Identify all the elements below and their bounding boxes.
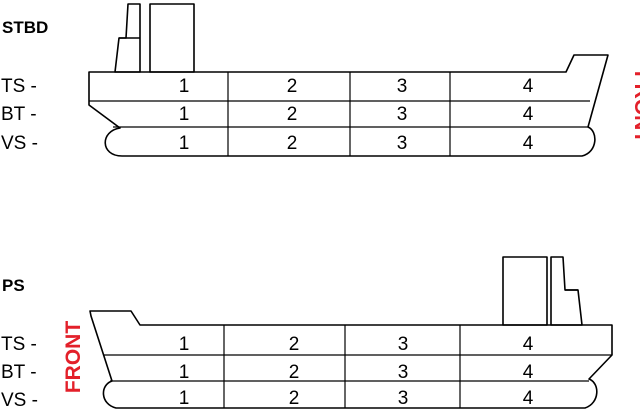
starboard-row-label-bt: BT - — [1, 104, 37, 125]
starboard-funnel — [149, 3, 195, 73]
port-ts-cell-2: 2 — [289, 334, 300, 355]
port-row-label-vs: VS - — [1, 390, 38, 411]
starboard-vs-cell-3: 3 — [397, 133, 408, 154]
starboard-row-label-ts: TS - — [1, 76, 37, 97]
port-bt-cell-3: 3 — [398, 362, 409, 383]
starboard-bt-cell-4: 4 — [523, 104, 534, 125]
port-row-label-bt: BT - — [1, 362, 37, 383]
port-ship: 1 2 3 4 1 2 3 4 1 2 3 4 — [89, 256, 613, 409]
port-ts-cell-3: 3 — [398, 334, 409, 355]
port-bt-cell-4: 4 — [523, 362, 534, 383]
port-bt-cell-2: 2 — [289, 362, 300, 383]
port-hull — [89, 310, 613, 409]
port-ts-cell-4: 4 — [523, 334, 534, 355]
port-vs-cell-3: 3 — [398, 388, 409, 409]
port-side-label: PS — [2, 276, 25, 295]
port-row-label-ts: TS - — [1, 334, 37, 355]
starboard-front-label: FRONT — [630, 71, 640, 143]
starboard-ts-cell-3: 3 — [397, 76, 408, 97]
port-vs-cell-1: 1 — [179, 388, 190, 409]
port-bt-cell-1: 1 — [179, 362, 190, 383]
port-front-label: FRONT — [62, 321, 85, 393]
starboard-ts-cell-1: 1 — [179, 76, 190, 97]
port-funnel — [502, 256, 548, 326]
starboard-ts-cell-2: 2 — [287, 76, 298, 97]
port-ts-cell-1: 1 — [179, 334, 190, 355]
port-vs-cell-2: 2 — [289, 388, 300, 409]
port-bridge-rear — [550, 256, 583, 326]
starboard-vs-cell-2: 2 — [287, 133, 298, 154]
starboard-row-label-vs: VS - — [1, 133, 38, 154]
starboard-ship: 1 2 3 4 1 2 3 4 1 2 3 4 — [88, 3, 609, 157]
starboard-side-label: STBD — [2, 18, 48, 37]
starboard-bt-cell-1: 1 — [179, 104, 190, 125]
starboard-vs-cell-1: 1 — [179, 133, 190, 154]
starboard-bt-cell-3: 3 — [397, 104, 408, 125]
starboard-bt-cell-2: 2 — [287, 104, 298, 125]
port-vs-cell-4: 4 — [523, 388, 534, 409]
starboard-ts-cell-4: 4 — [523, 76, 534, 97]
starboard-vs-cell-4: 4 — [523, 133, 534, 154]
